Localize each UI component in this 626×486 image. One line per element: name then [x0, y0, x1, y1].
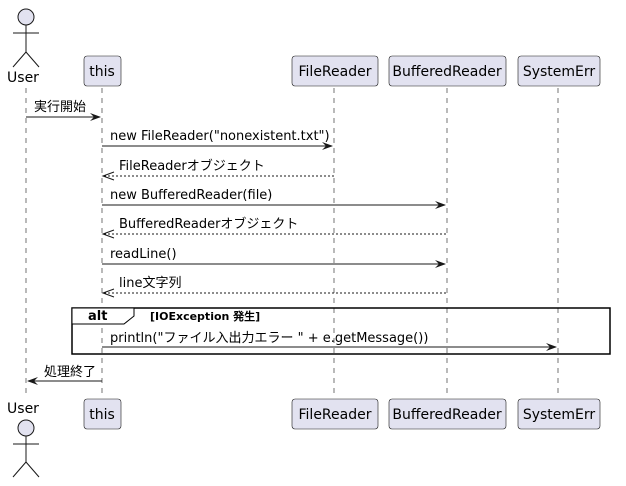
- message-line-string-label: line文字列: [119, 276, 181, 291]
- message-filereader-object: FileReaderオブジェクト: [101, 158, 334, 181]
- alt-keyword: alt: [88, 309, 107, 324]
- message-bufferedreader-object: BufferedReaderオブジェクト: [101, 216, 447, 239]
- participant-bufferedreader-bottom-label: BufferedReader: [392, 407, 501, 423]
- participant-bufferedreader-top: BufferedReader: [388, 55, 507, 87]
- participant-bufferedreader-label: BufferedReader: [392, 64, 501, 80]
- participant-bufferedreader-bottom: BufferedReader: [388, 398, 507, 430]
- participant-systemerr-top: SystemErr: [517, 55, 601, 87]
- message-println: println("ファイル入出力エラー " + e.getMessage()): [102, 331, 557, 351]
- message-new-filereader: new FileReader("nonexistent.txt"): [102, 129, 333, 150]
- participant-systemerr-bottom-label: SystemErr: [523, 407, 596, 423]
- actor-user-top: User: [7, 8, 40, 86]
- message-filereader-object-label: FileReaderオブジェクト: [119, 158, 265, 174]
- actor-user-bottom: User: [7, 401, 40, 478]
- participant-this-label: this: [89, 64, 115, 80]
- message-end: 処理終了: [27, 364, 102, 385]
- message-end-label: 処理終了: [44, 364, 96, 380]
- participant-systemerr-bottom: SystemErr: [517, 398, 601, 430]
- participant-filereader-label: FileReader: [299, 64, 372, 80]
- participant-filereader-bottom-label: FileReader: [299, 407, 372, 423]
- message-new-bufferedreader: new BufferedReader(file): [102, 188, 446, 209]
- message-new-bufferedreader-label: new BufferedReader(file): [110, 188, 272, 203]
- message-line-string: line文字列: [101, 276, 447, 298]
- participant-filereader-bottom: FileReader: [291, 398, 379, 430]
- alt-fragment: alt [IOException 発生]: [71, 307, 611, 355]
- message-start-label: 実行開始: [34, 99, 86, 115]
- participant-this-top: this: [83, 55, 122, 87]
- message-bufferedreader-object-label: BufferedReaderオブジェクト: [119, 216, 298, 232]
- participant-this-bottom: this: [83, 398, 122, 430]
- participant-filereader-top: FileReader: [291, 55, 379, 87]
- alt-guard: [IOException 発生]: [150, 309, 260, 323]
- message-readline: readLine(): [102, 247, 446, 268]
- message-new-filereader-label: new FileReader("nonexistent.txt"): [110, 129, 330, 144]
- message-readline-label: readLine(): [110, 247, 177, 262]
- message-start: 実行開始: [26, 99, 101, 121]
- actor-user-label: User: [7, 70, 39, 86]
- message-println-label: println("ファイル入出力エラー " + e.getMessage()): [110, 331, 428, 346]
- participant-this-bottom-label: this: [89, 407, 115, 423]
- actor-user-bottom-label: User: [7, 401, 39, 417]
- participant-systemerr-label: SystemErr: [523, 64, 596, 80]
